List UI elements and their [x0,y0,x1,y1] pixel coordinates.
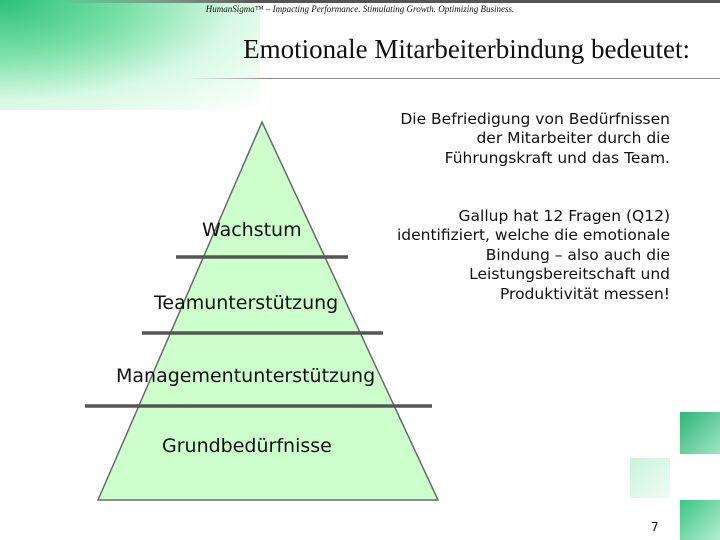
header-tagline: HumanSigma™ – Impacting Performance. Sti… [205,4,515,14]
pyramid-level-wachstum: Wachstum [202,219,302,241]
decor-square-1 [680,412,720,454]
header-rule [60,0,720,3]
slide-title: Emotionale Mitarbeiterbindung bedeutet: [243,34,690,64]
pyramid-level-managementunterstuetzung: Managementunterstützung [116,365,376,387]
page-number: 7 [651,520,659,534]
decor-square-2 [630,458,670,498]
decor-square-3 [680,500,720,540]
definition-text: Die Befriedigung von Bedürfnissen der Mi… [400,110,670,167]
gallup-text: Gallup hat 12 Fragen (Q12) identifiziert… [396,207,670,303]
pyramid-level-grundbeduerfnisse: Grundbedürfnisse [162,435,332,457]
title-underline [190,78,720,79]
pyramid-level-teamunterstuetzung: Teamunterstützung [154,292,339,314]
corner-gradient-decoration [0,0,260,110]
